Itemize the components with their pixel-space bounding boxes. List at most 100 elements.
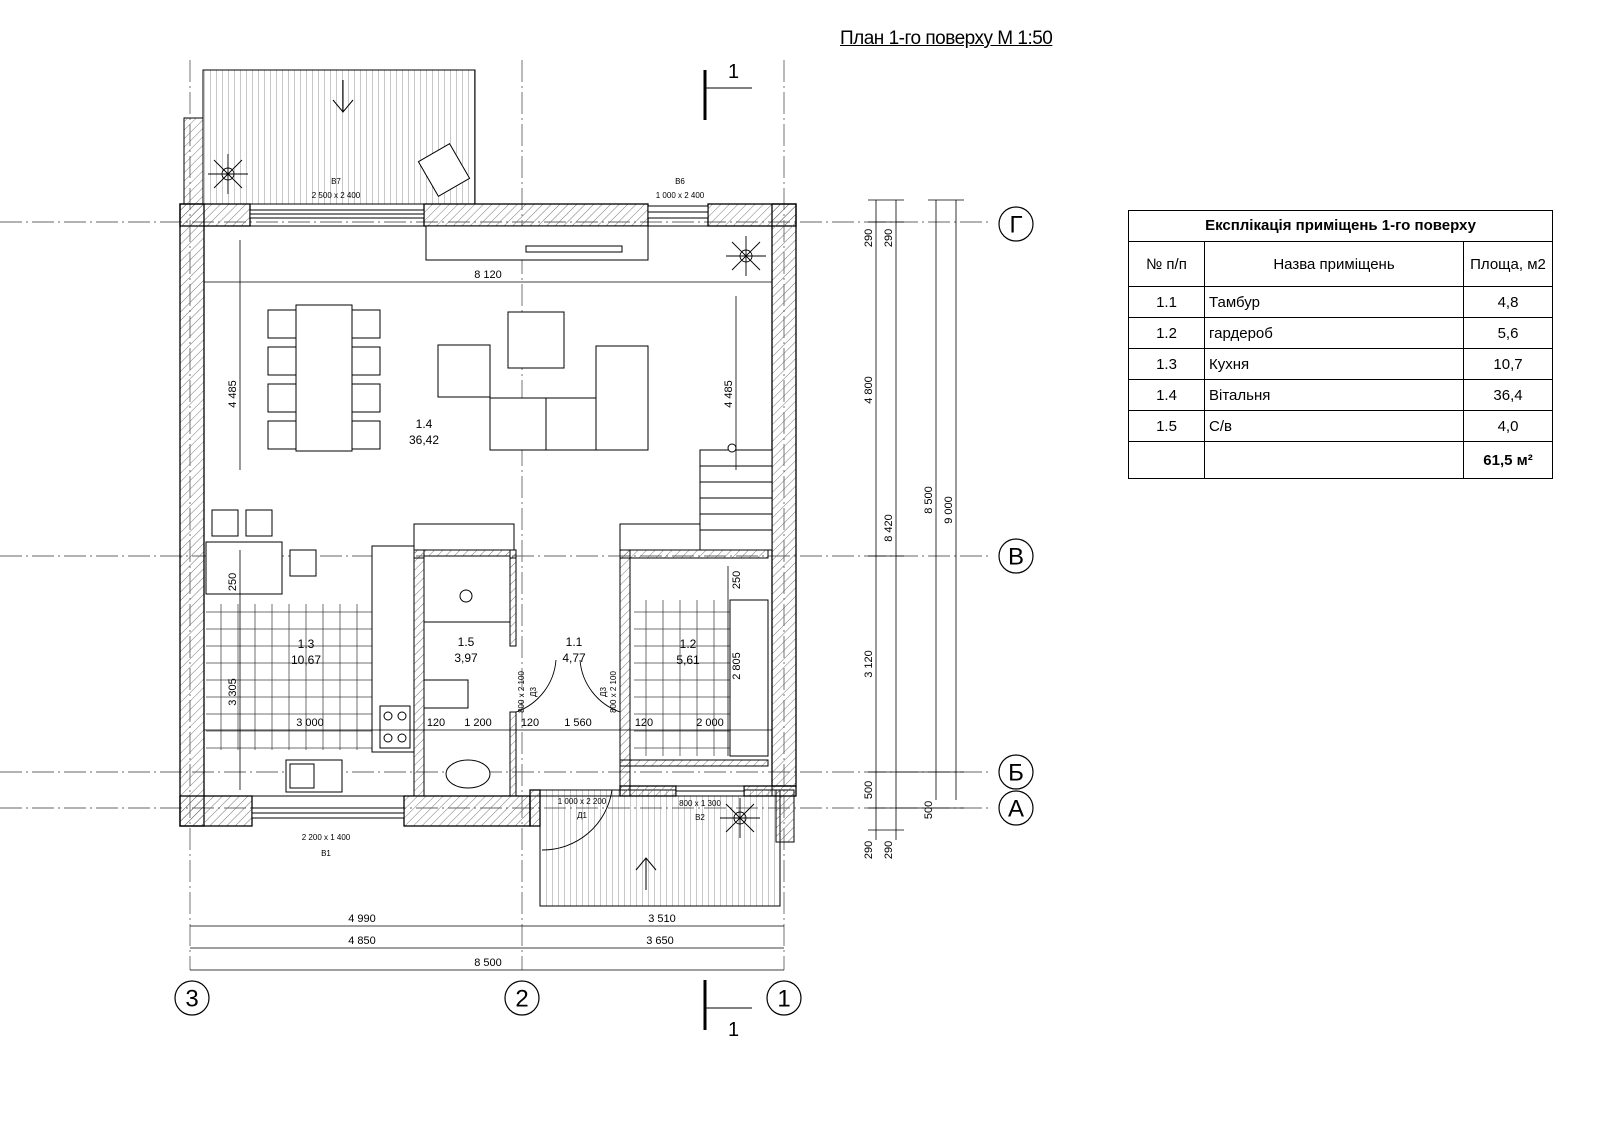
kitchen-counter: [205, 541, 283, 595]
dim-text: 4 485: [227, 380, 239, 408]
row-number: 1.2: [1128, 317, 1205, 349]
axis-label-1: 1: [777, 986, 790, 1013]
dimension-lines: [190, 199, 964, 971]
openings: [249, 205, 745, 819]
table-row: 1.5 С/в 4,0: [1128, 410, 1553, 442]
axis-label-3: 3: [185, 986, 198, 1013]
dim-text: 2 805: [731, 652, 743, 680]
row-area: 10,7: [1463, 348, 1553, 380]
dim-text: 120: [427, 717, 445, 729]
dim-text: 3 650: [646, 935, 674, 947]
axis-label-2: 2: [515, 986, 528, 1013]
dim-text: 250: [227, 573, 239, 591]
room-area: 5,61: [676, 653, 700, 667]
tv-unit: [525, 245, 623, 253]
axis-label-a: А: [1008, 796, 1024, 823]
dim-text: 8 420: [883, 514, 895, 542]
axis-label-b: Б: [1008, 760, 1024, 787]
dim-text: 8 500: [474, 957, 502, 969]
south-terrace-side-wall: [775, 789, 795, 843]
dim-text: 8 120: [474, 269, 502, 281]
table-row: 1.1 Тамбур 4,8: [1128, 286, 1553, 318]
row-room-name: Вітальня: [1204, 379, 1464, 411]
toilet: [423, 679, 469, 709]
row-area: 4,0: [1463, 410, 1553, 442]
dim-text: 4 990: [348, 913, 376, 925]
dim-text: 3 000: [296, 717, 324, 729]
table-header-row: № п/п Назва приміщень Площа, м2: [1128, 241, 1553, 287]
door-size: 800 x 2 100: [517, 671, 526, 713]
door-mark: Д3: [599, 687, 608, 697]
armchair: [437, 344, 491, 398]
dim-text: 4 485: [723, 380, 735, 408]
header-room-name: Назва приміщень: [1204, 241, 1464, 287]
window-size: 1 000 x 2 400: [656, 191, 705, 200]
total-empty-cell: [1204, 441, 1464, 479]
header-area: Площа, м2: [1463, 241, 1553, 287]
south-terrace: [539, 789, 781, 907]
dim-text: 290: [863, 229, 875, 247]
dining-table: [295, 304, 353, 452]
window-mark: В2: [695, 813, 705, 822]
dim-text: 120: [635, 717, 653, 729]
cooktop: [379, 705, 411, 749]
dim-text: 4 850: [348, 935, 376, 947]
washbasin: [445, 759, 491, 789]
dim-text: 290: [883, 229, 895, 247]
axis-bubbles: [174, 206, 1034, 1016]
table-row: 1.3 Кухня 10,7: [1128, 348, 1553, 380]
room-number: 1.3: [298, 637, 315, 651]
dim-text: 9 000: [943, 496, 955, 524]
lounge-chair: [417, 142, 471, 198]
room-area: 3,97: [454, 651, 478, 665]
section-mark-top: 1: [728, 61, 739, 83]
dim-text: 290: [863, 841, 875, 859]
dim-text: 1 560: [564, 717, 592, 729]
sheet-title: План 1-го поверху М 1:50: [840, 28, 1053, 49]
dim-text: 8 500: [923, 486, 935, 514]
window-mark: В7: [331, 177, 341, 186]
room-area: 4,77: [562, 651, 586, 665]
window-size: 2 200 x 1 400: [302, 833, 351, 842]
dim-text: 500: [923, 801, 935, 819]
axis-label-v: В: [1008, 544, 1024, 571]
row-room-name: Тамбур: [1204, 286, 1464, 318]
dim-text: 4 800: [863, 376, 875, 404]
window-mark: В6: [675, 177, 685, 186]
row-number: 1.5: [1128, 410, 1205, 442]
dim-text: 3 305: [227, 678, 239, 706]
row-area: 4,8: [1463, 286, 1553, 318]
window-size: 2 500 x 2 400: [312, 191, 361, 200]
door-mark: Д3: [529, 687, 538, 697]
axis-grid: [0, 60, 990, 970]
dim-text: 3 510: [648, 913, 676, 925]
plant-icon: [720, 798, 760, 838]
row-room-name: гардероб: [1204, 317, 1464, 349]
room-area: 36,42: [409, 433, 439, 447]
row-room-name: С/в: [1204, 410, 1464, 442]
room-number: 1.4: [416, 417, 433, 431]
row-number: 1.3: [1128, 348, 1205, 380]
axis-label-g: Г: [1010, 212, 1023, 239]
row-area: 5,6: [1463, 317, 1553, 349]
dim-text: 2 000: [696, 717, 724, 729]
header-number: № п/п: [1128, 241, 1205, 287]
room-number: 1.2: [680, 637, 697, 651]
dim-text: 120: [521, 717, 539, 729]
dim-text: 290: [883, 841, 895, 859]
row-room-name: Кухня: [1204, 348, 1464, 380]
row-number: 1.1: [1128, 286, 1205, 318]
room-number: 1.5: [458, 635, 475, 649]
window-mark: В1: [321, 849, 331, 858]
north-terrace-side-wall: [183, 117, 204, 205]
coffee-table: [507, 311, 565, 369]
kitchen-tiles: [206, 604, 372, 750]
dim-text: 500: [863, 781, 875, 799]
plant-icon: [208, 154, 248, 194]
plant-icon: [726, 236, 766, 276]
dim-text: 3 120: [863, 650, 875, 678]
door-size: 800 x 2 100: [609, 671, 618, 713]
window-size: 800 x 1 300: [679, 799, 721, 808]
room-schedule-table: Експлікація приміщень 1-го поверху № п/п…: [1128, 210, 1553, 479]
